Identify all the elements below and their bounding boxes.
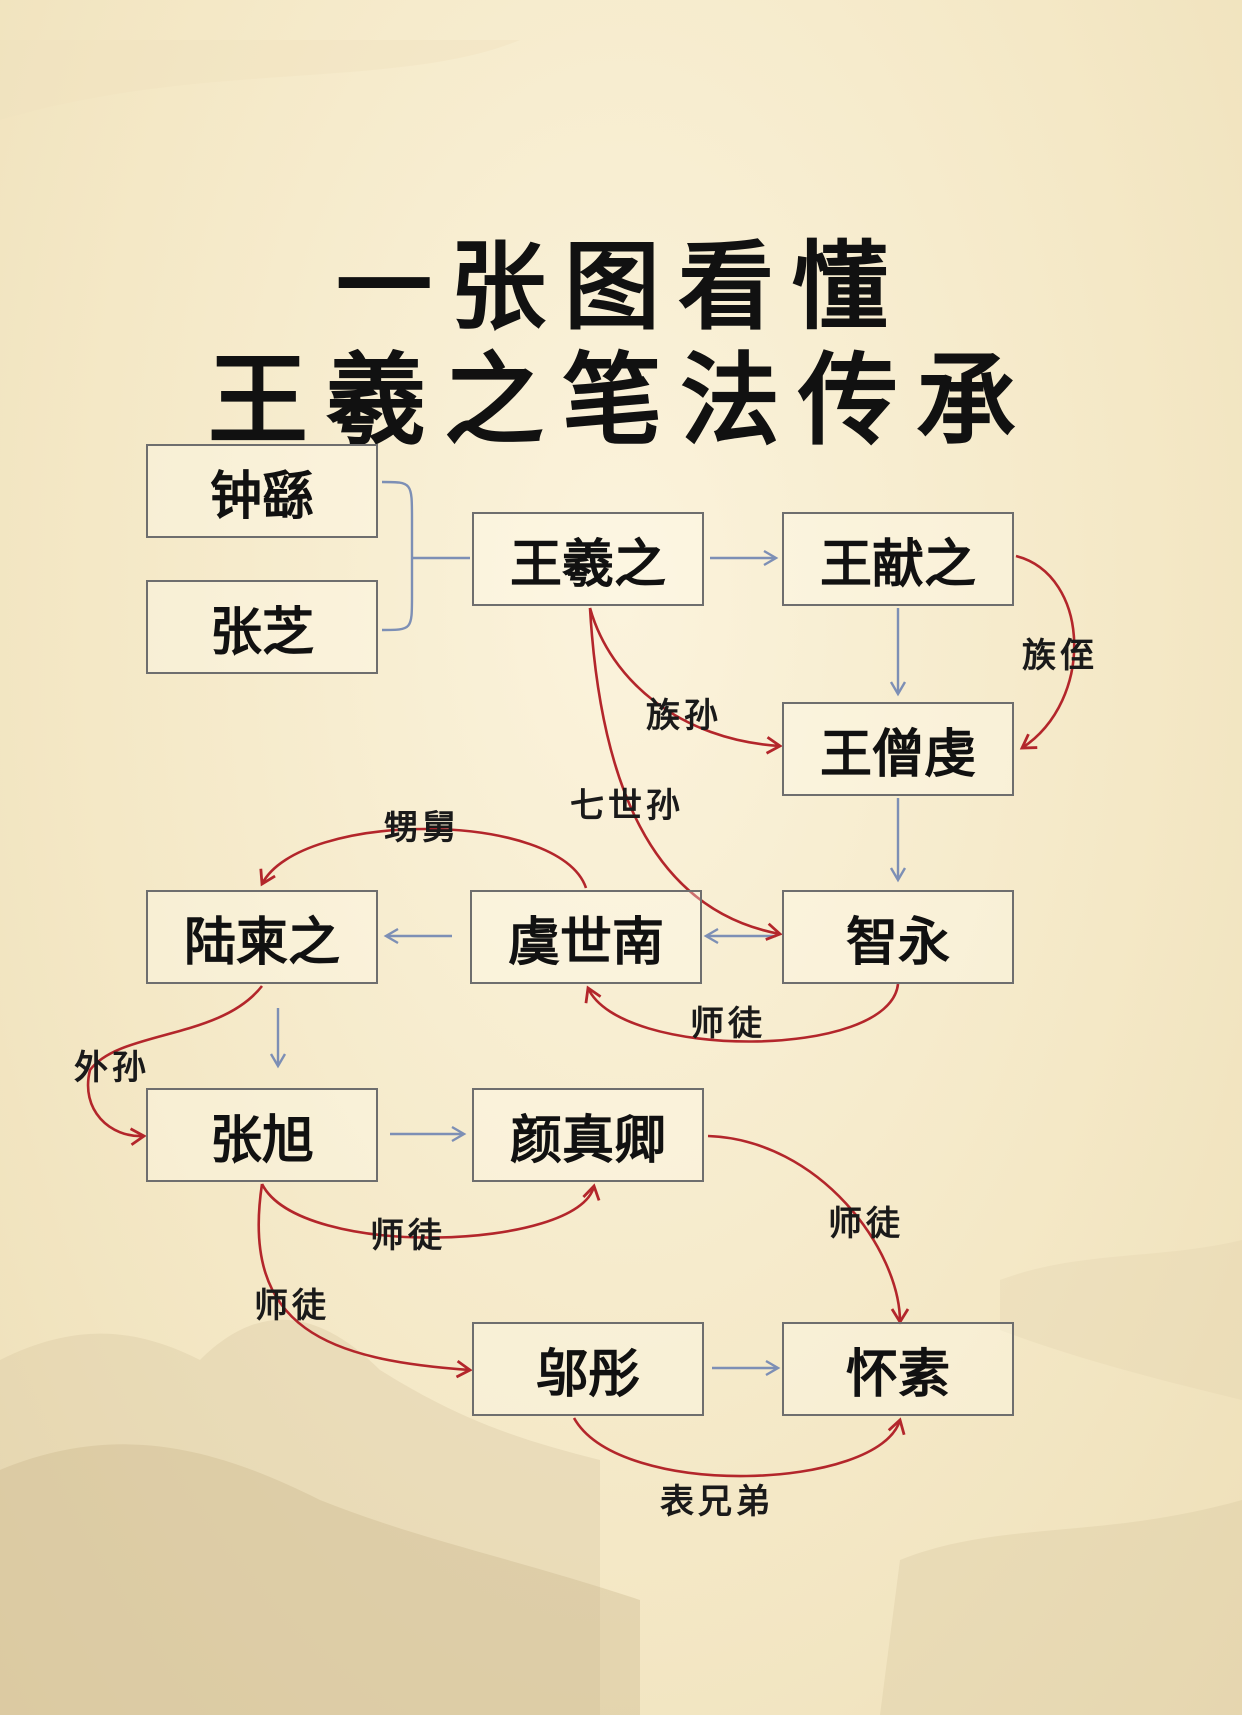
edge-yushinan-lujianzhi-shengjiu [259, 827, 588, 889]
edge-wangxianzhi-wangsengqian-zuzhi [1015, 554, 1076, 750]
edge-wutong-huaisu-biaoxiongdi [572, 1417, 906, 1478]
title-line-2: 王羲之笔法传承 [208, 341, 1034, 459]
relation-label-qi-shi-sun: 七世孙 [570, 786, 684, 826]
node-yu-shinan: 虞世南 [470, 890, 702, 984]
edge-yanzhenqing-huaisu-shitu [707, 1134, 910, 1325]
edge-wangxizhi-wangsengqian-zusun [588, 607, 783, 755]
edge-wangxizhi-zhiyong-qishisun [588, 607, 783, 941]
node-zhang-xu: 张旭 [146, 1088, 378, 1182]
node-zhong-yao: 钟繇 [146, 444, 378, 538]
relation-label-shi-tu-2: 师徒 [370, 1216, 446, 1256]
node-wang-xizhi: 王羲之 [472, 512, 704, 606]
relation-label-sheng-jiu: 甥舅 [384, 808, 460, 848]
node-wang-sengqian: 王僧虔 [782, 702, 1014, 796]
title-line-1: 一张图看懂 [336, 230, 906, 344]
node-huai-su: 怀素 [782, 1322, 1014, 1416]
node-wu-tong: 邬彤 [472, 1322, 704, 1416]
relation-label-shi-tu-1: 师徒 [690, 1004, 766, 1044]
edge-zhangxu-yanzhenqing-shitu [260, 1183, 601, 1239]
relation-label-zu-zhi: 族侄 [1022, 636, 1098, 676]
relation-label-shi-tu-4: 师徒 [254, 1286, 330, 1326]
relation-label-shi-tu-3: 师徒 [828, 1204, 904, 1244]
edge-lujianzhi-zhangxu-waisun [86, 985, 264, 1146]
edge-zhiyong-yushinan-shitu [584, 983, 900, 1043]
node-wang-xianzhi: 王献之 [782, 512, 1014, 606]
node-zhang-zhi: 张芝 [146, 580, 378, 674]
edge-zhangxu-wutong-shitu [257, 1183, 473, 1379]
relation-label-biao-xiong-di: 表兄弟 [660, 1482, 774, 1522]
node-yan-zhenqing: 颜真卿 [472, 1088, 704, 1182]
relation-label-wai-sun: 外孙 [74, 1048, 150, 1088]
relation-label-zu-sun: 族孙 [646, 696, 722, 736]
node-lu-jianzhi: 陆柬之 [146, 890, 378, 984]
node-zhi-yong: 智永 [782, 890, 1014, 984]
bracket-connector [381, 480, 470, 632]
